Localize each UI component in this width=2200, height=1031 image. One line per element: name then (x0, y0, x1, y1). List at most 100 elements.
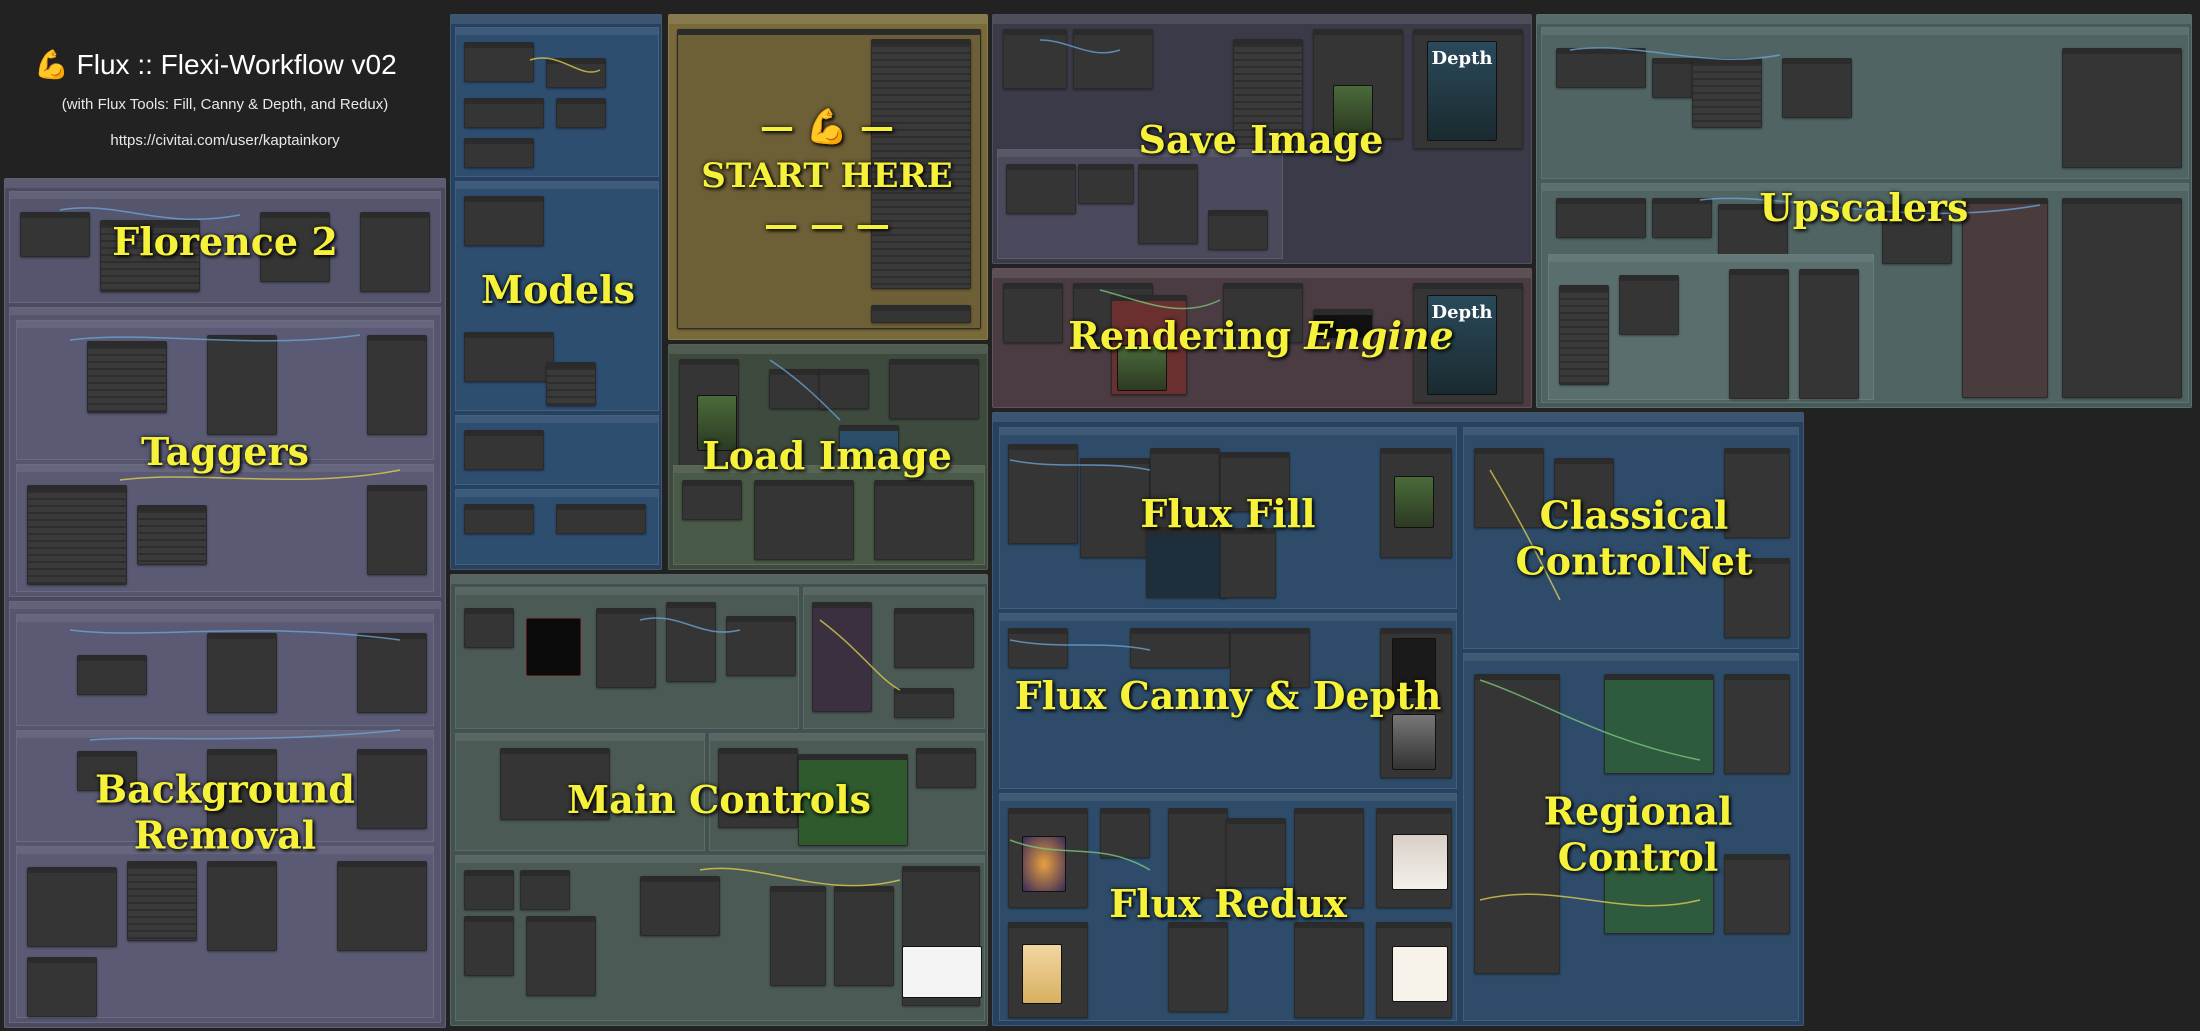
node[interactable] (1078, 164, 1134, 204)
node[interactable] (1313, 309, 1373, 339)
subgroup[interactable] (709, 733, 985, 851)
node[interactable] (87, 341, 167, 413)
group-titlebar[interactable] (993, 15, 1531, 24)
subgroup[interactable] (16, 614, 434, 726)
group-titlebar[interactable] (669, 345, 987, 354)
node[interactable] (464, 608, 514, 648)
node[interactable] (464, 196, 544, 246)
subgroup[interactable] (455, 855, 985, 1021)
node[interactable] (2062, 48, 2182, 168)
node[interactable] (77, 751, 137, 791)
node[interactable] (726, 616, 796, 676)
group-flux-redux[interactable] (999, 793, 1457, 1021)
node[interactable] (1008, 628, 1068, 668)
node[interactable] (556, 98, 606, 128)
node[interactable] (546, 58, 606, 88)
node[interactable] (834, 886, 894, 986)
node[interactable] (546, 362, 596, 406)
node[interactable] (357, 633, 427, 713)
group-titlebar[interactable] (451, 15, 661, 24)
group-titlebar[interactable] (1537, 15, 2191, 24)
node[interactable] (464, 916, 514, 976)
node[interactable] (1073, 29, 1153, 89)
node[interactable] (556, 504, 646, 534)
node[interactable] (1146, 528, 1226, 598)
node[interactable] (1556, 198, 1646, 238)
node[interactable] (526, 916, 596, 996)
group-upscalers[interactable] (1536, 14, 2192, 408)
node[interactable] (1003, 29, 1067, 89)
node[interactable] (500, 748, 610, 820)
node[interactable] (360, 212, 430, 292)
node[interactable] (640, 876, 720, 936)
subgroup[interactable] (1541, 183, 2189, 403)
subgroup[interactable] (16, 320, 434, 460)
node[interactable] (1006, 164, 1076, 214)
node[interactable] (464, 870, 514, 910)
node[interactable] (1100, 808, 1150, 858)
node[interactable] (27, 957, 97, 1017)
subgroup[interactable] (455, 181, 659, 411)
node[interactable] (77, 655, 147, 695)
node[interactable] (871, 305, 971, 323)
node[interactable] (754, 480, 854, 560)
group-save-image[interactable]: Depth (992, 14, 1532, 264)
node[interactable] (1799, 269, 1859, 399)
node[interactable] (666, 602, 716, 682)
node[interactable] (357, 749, 427, 829)
node[interactable] (770, 886, 826, 986)
group-taggers[interactable] (9, 307, 441, 597)
node[interactable] (718, 748, 798, 828)
subgroup[interactable] (803, 587, 985, 729)
subgroup[interactable] (455, 415, 659, 485)
node[interactable] (1604, 674, 1714, 774)
node[interactable] (2062, 198, 2182, 398)
node[interactable] (1230, 628, 1310, 688)
group-models[interactable] (450, 14, 662, 570)
node[interactable] (1556, 48, 1646, 88)
subgroup[interactable] (997, 149, 1283, 259)
node[interactable] (1724, 854, 1790, 934)
node[interactable] (1220, 452, 1290, 512)
node[interactable] (871, 39, 971, 289)
subgroup[interactable] (455, 733, 705, 851)
node[interactable] (464, 42, 534, 82)
node[interactable] (819, 369, 869, 409)
node[interactable] (894, 688, 954, 718)
node[interactable] (1150, 448, 1220, 528)
node[interactable] (596, 608, 656, 688)
node[interactable] (839, 425, 899, 455)
node[interactable] (520, 870, 570, 910)
node[interactable] (894, 608, 974, 668)
node[interactable] (367, 485, 427, 575)
subgroup[interactable] (1541, 27, 2189, 179)
node[interactable] (464, 430, 544, 470)
workflow-url[interactable]: https://civitai.com/user/kaptainkory (110, 132, 340, 149)
node[interactable] (1619, 275, 1679, 335)
node[interactable] (464, 504, 534, 534)
node[interactable] (1692, 58, 1762, 128)
subgroup[interactable] (1548, 254, 1874, 400)
node[interactable] (1208, 210, 1268, 250)
node[interactable] (464, 138, 534, 168)
group-titlebar[interactable] (451, 575, 987, 584)
node[interactable] (889, 359, 979, 419)
node[interactable] (1220, 528, 1276, 598)
group-titlebar[interactable] (993, 269, 1531, 278)
group-titlebar[interactable] (5, 179, 445, 188)
node[interactable] (1008, 444, 1078, 544)
node[interactable] (1168, 808, 1228, 898)
node[interactable] (1962, 198, 2048, 398)
node[interactable] (916, 748, 976, 788)
node[interactable] (464, 98, 544, 128)
node[interactable] (1080, 458, 1150, 558)
node[interactable] (127, 861, 197, 941)
node[interactable] (1724, 558, 1790, 638)
node[interactable] (137, 505, 207, 565)
node[interactable] (1233, 39, 1303, 149)
node[interactable] (464, 332, 554, 382)
node[interactable] (1729, 269, 1789, 399)
node[interactable] (1294, 808, 1364, 908)
node[interactable] (1652, 198, 1712, 238)
node[interactable] (100, 220, 200, 292)
